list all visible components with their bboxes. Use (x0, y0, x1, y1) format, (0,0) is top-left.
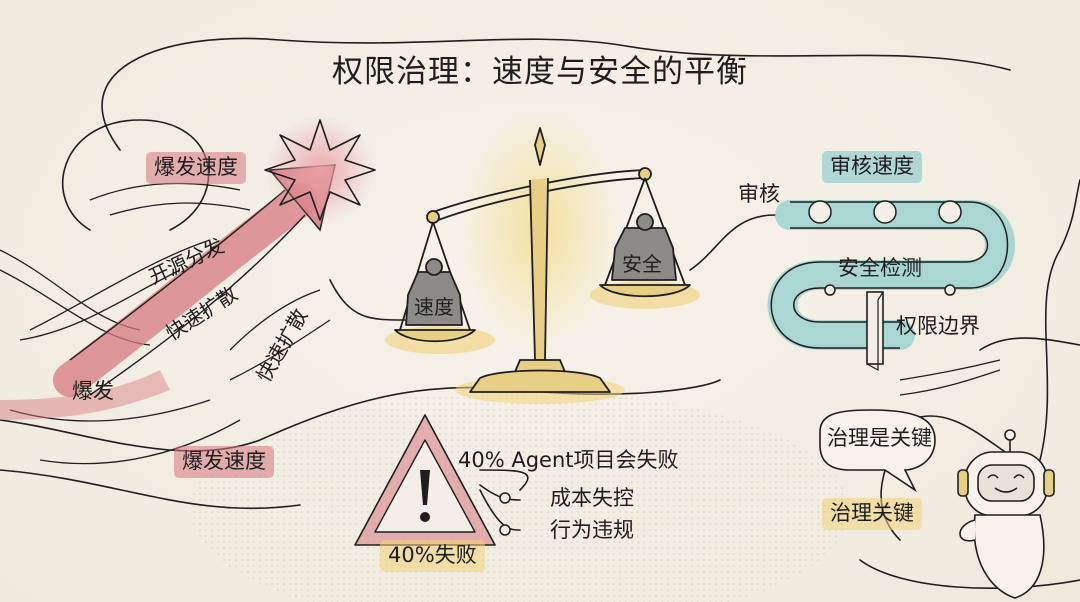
robot-speech-text: 治理是关键 (827, 428, 932, 449)
failure-headline: 40% Agent项目会失败 (458, 450, 679, 471)
review-pipeline (771, 201, 1007, 395)
security-check-label: 安全检测 (838, 258, 922, 279)
burst-speed-top-label: 爆发速度 (146, 152, 246, 184)
starburst-icon (265, 115, 375, 225)
door-icon (867, 292, 883, 370)
governance-key-tag: 治理关键 (822, 498, 922, 530)
failure-reason-cost: 成本失控 (550, 488, 634, 509)
safety-weight-label: 安全 (622, 254, 662, 274)
permission-boundary-label: 权限边界 (896, 316, 980, 337)
review-speed-label: 审核速度 (822, 151, 922, 183)
robot-icon (958, 430, 1054, 598)
burst-speed-bottom-label: 爆发速度 (174, 446, 274, 478)
failure-reason-behavior: 行为违规 (550, 520, 634, 541)
speed-weight-label: 速度 (414, 297, 454, 317)
burst-label: 爆发 (72, 381, 114, 402)
failure-rate-tag: 40%失败 (380, 540, 485, 572)
dotted-ground (190, 390, 850, 602)
review-label: 审核 (738, 184, 780, 205)
page-title: 权限治理：速度与安全的平衡 (0, 57, 1080, 88)
